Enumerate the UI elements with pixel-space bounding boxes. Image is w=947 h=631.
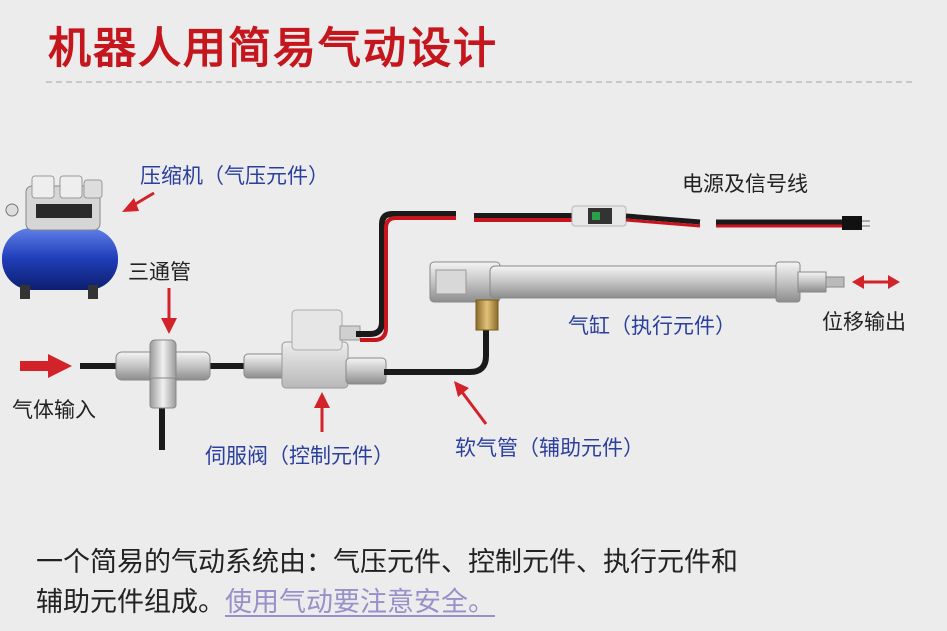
summary-line-2-text: 辅助元件组成。 <box>36 587 225 618</box>
servo-valve <box>243 309 387 389</box>
power-signal-wire <box>356 205 870 342</box>
power-signal-label: 电源及信号线 <box>682 172 808 196</box>
hose-label: 软气管（辅助元件） <box>455 436 644 460</box>
title-divider <box>46 81 912 83</box>
summary-line-1: 一个简易的气动系统由：气压元件、控制元件、执行元件和 <box>36 547 738 578</box>
compressor-pointer-arrow <box>122 191 155 212</box>
hose-pointer-arrow <box>454 381 488 425</box>
soft-hose <box>384 328 489 375</box>
air-input-label: 气体输入 <box>12 398 96 422</box>
cylinder <box>429 261 845 331</box>
valve-pointer-arrow <box>314 392 330 432</box>
summary-line-2: 辅助元件组成。使用气动要注意安全。 <box>36 583 916 623</box>
tee-fitting <box>115 339 211 409</box>
servo-valve-label: 伺服阀（控制元件） <box>205 444 394 468</box>
compressor-illustration <box>2 175 118 299</box>
compressor-label: 压缩机（气压元件） <box>140 164 329 188</box>
page-title: 机器人用简易气动设计 <box>48 24 498 74</box>
safety-note-link[interactable]: 使用气动要注意安全。 <box>225 587 495 618</box>
displacement-output-label: 位移输出 <box>822 310 906 334</box>
tee-pointer-arrow <box>161 288 177 334</box>
cylinder-label: 气缸（执行元件） <box>568 314 736 338</box>
displacement-output-arrow <box>852 275 900 289</box>
summary-text: 一个简易的气动系统由：气压元件、控制元件、执行元件和 辅助元件组成。使用气动要注… <box>36 543 916 623</box>
air-input-arrow <box>20 354 72 378</box>
tee-label: 三通管 <box>128 260 191 284</box>
